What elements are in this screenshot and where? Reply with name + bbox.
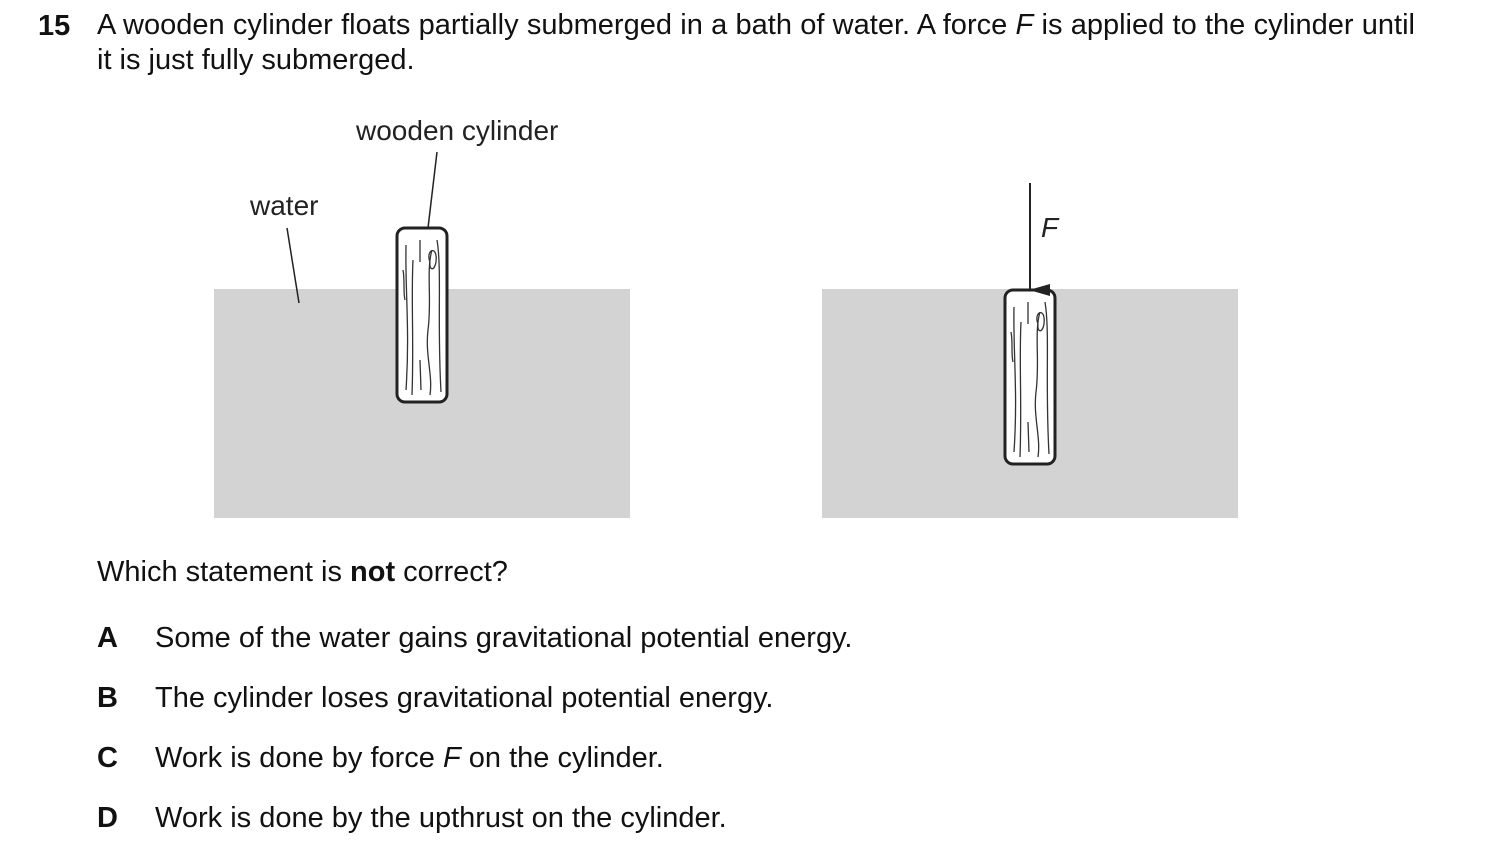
option-d[interactable]: D Work is done by the upthrust on the cyl… <box>97 800 727 836</box>
option-letter: A <box>97 622 118 654</box>
option-text: Work is done by the upthrust on the cyli… <box>155 802 727 834</box>
option-c[interactable]: C Work is done by force F on the cylinder… <box>97 740 664 776</box>
option-text: Some of the water gains gravitational po… <box>155 622 853 654</box>
stem-force-variable: F <box>1015 9 1034 41</box>
option-force-variable: F <box>442 742 461 774</box>
stem-text-2: is applied to the cylinder until it is j… <box>97 9 1415 76</box>
option-text: Work is done by force <box>155 742 443 774</box>
option-text-end: on the cylinder. <box>460 742 664 774</box>
option-text: The cylinder loses gravitational potenti… <box>155 682 774 714</box>
wooden-cylinder-pointer <box>427 151 438 229</box>
water-label: water <box>249 190 318 221</box>
wooden-cylinder-right <box>1003 288 1057 466</box>
option-letter: C <box>97 742 118 774</box>
wooden-cylinder-label: wooden cylinder <box>355 115 558 146</box>
question-prompt: Which statement is not correct? <box>97 554 508 590</box>
force-label: F <box>1041 212 1060 243</box>
wooden-cylinder-left <box>395 226 449 404</box>
option-a[interactable]: A Some of the water gains gravitational p… <box>97 620 853 656</box>
question-stem: A wooden cylinder floats partially subme… <box>97 8 1415 78</box>
left-diagram: wooden cylinder water <box>214 115 630 518</box>
right-diagram: F <box>822 183 1238 518</box>
question-number: 15 <box>38 10 71 42</box>
water-pointer <box>286 227 300 304</box>
option-b[interactable]: B The cylinder loses gravitational potent… <box>97 680 773 716</box>
option-letter: D <box>97 802 118 834</box>
prompt-emphasis: not <box>350 556 396 588</box>
stem-text-1: A wooden cylinder floats partially subme… <box>97 9 1016 41</box>
option-letter: B <box>97 682 118 714</box>
prompt-text-1: Which statement is <box>97 556 351 588</box>
prompt-text-2: correct? <box>395 556 508 588</box>
